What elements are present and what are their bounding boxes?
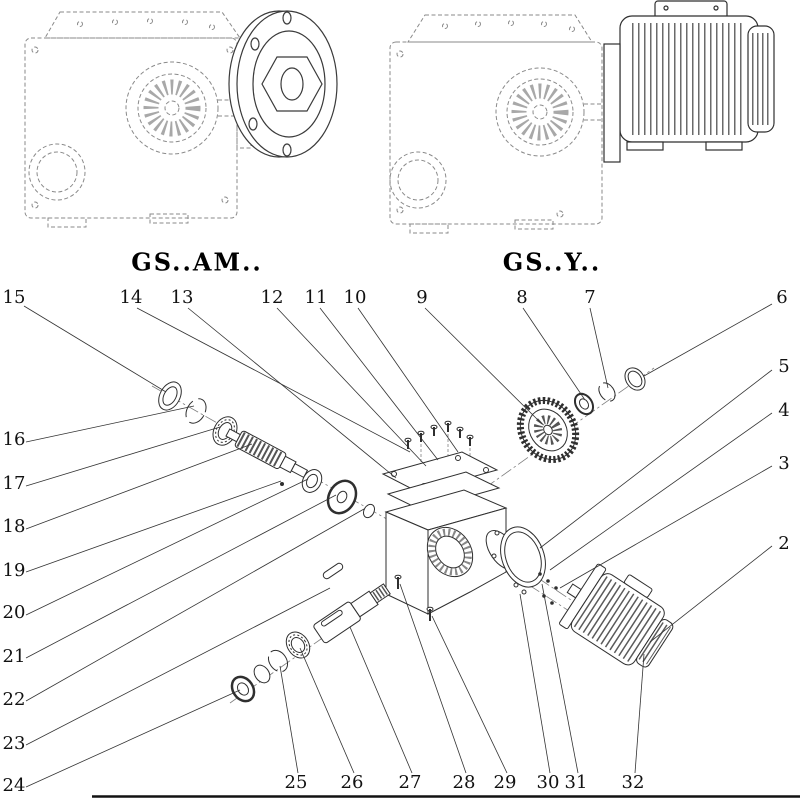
callout-11: 11 — [304, 287, 328, 308]
callout-9: 9 — [416, 287, 428, 308]
worm-shaft — [225, 428, 309, 479]
gear-housing — [384, 489, 519, 615]
callout-3: 3 — [778, 453, 790, 474]
exploded-view — [151, 367, 674, 704]
callout-28: 28 — [452, 772, 476, 793]
view-gearbox-flange — [24, 11, 256, 228]
callout-17: 17 — [2, 473, 26, 494]
model-title-right: GS..Y.. — [502, 247, 602, 277]
callout-5: 5 — [778, 356, 790, 377]
motor-exploded — [559, 563, 674, 668]
shim-disc — [326, 479, 358, 515]
output-flange — [228, 10, 338, 158]
worm-retaining-ring — [185, 398, 207, 424]
callout-22: 22 — [2, 689, 26, 710]
callout-21: 21 — [2, 646, 26, 667]
callout-27: 27 — [398, 772, 422, 793]
motor-fasteners — [538, 572, 558, 605]
callout-30: 30 — [536, 772, 560, 793]
callout-26: 26 — [340, 772, 364, 793]
callout-7: 7 — [584, 287, 596, 308]
callout-2: 2 — [778, 533, 790, 554]
callout-18: 18 — [2, 516, 26, 537]
dowel-pin — [280, 482, 284, 486]
cover-screws — [404, 420, 474, 468]
callout-31: 31 — [564, 772, 588, 793]
callout-20: 20 — [2, 602, 26, 623]
callout-15: 15 — [2, 287, 26, 308]
small-ring — [362, 503, 376, 519]
output-washer — [230, 675, 256, 703]
gear-washer — [573, 392, 595, 416]
callout-25: 25 — [284, 772, 308, 793]
worm-gear-wheel — [516, 396, 580, 464]
callout-8: 8 — [516, 287, 528, 308]
callout-24: 24 — [2, 775, 26, 796]
motor-top-view — [603, 0, 775, 163]
callout-23: 23 — [2, 733, 26, 754]
view-gearbox-motor — [389, 14, 614, 234]
callout-10: 10 — [343, 287, 367, 308]
loose-screws — [394, 574, 527, 621]
callout-14: 14 — [119, 287, 143, 308]
shaft-key — [322, 562, 344, 580]
worm-oil-seal — [158, 381, 182, 411]
worm-bearing-2 — [301, 469, 323, 493]
model-title-left: GS..AM.. — [131, 247, 263, 277]
gear-retaining-ring — [598, 382, 616, 402]
output-seal-ring — [253, 664, 271, 684]
callout-32: 32 — [621, 772, 645, 793]
output-bearing — [285, 631, 311, 659]
callout-4: 4 — [778, 400, 790, 421]
leader-lines — [23, 303, 773, 788]
callout-16: 16 — [2, 429, 26, 450]
callout-19: 19 — [2, 560, 26, 581]
callout-6: 6 — [776, 287, 788, 308]
output-shaft — [313, 583, 391, 644]
callout-13: 13 — [170, 287, 194, 308]
callout-29: 29 — [493, 772, 517, 793]
output-retaining-ring — [267, 649, 289, 673]
cover-gasket — [386, 471, 501, 511]
motor-flange-gasket — [500, 526, 546, 588]
gear-end-ring — [624, 367, 646, 391]
callout-12: 12 — [260, 287, 284, 308]
